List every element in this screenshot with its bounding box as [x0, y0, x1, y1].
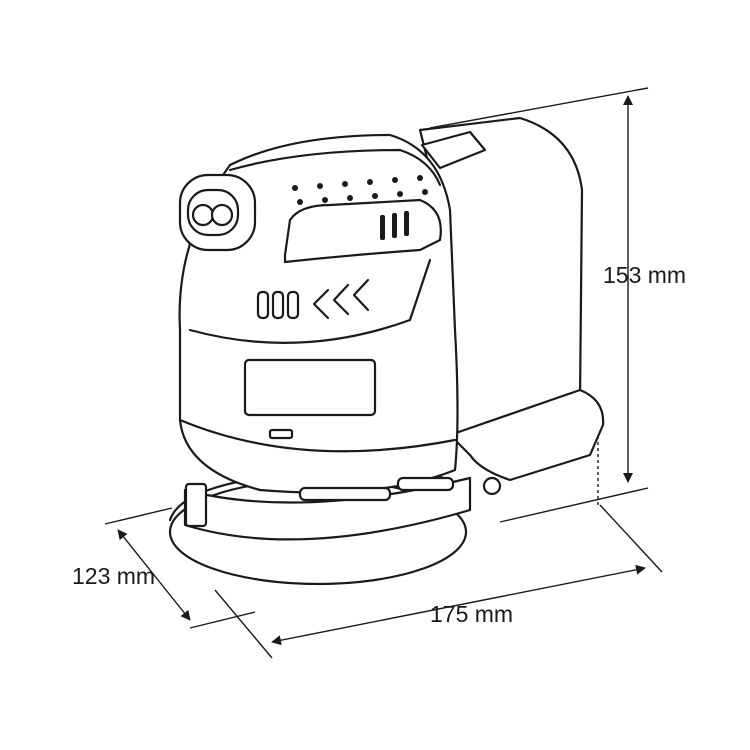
length-dimension [214, 430, 663, 659]
height-dimension [429, 87, 649, 523]
height-label: 153 mm [603, 262, 687, 288]
width-dimension [104, 507, 256, 629]
sander-body [178, 133, 459, 502]
width-label: 123 mm [72, 563, 156, 589]
length-label: 175 mm [430, 601, 514, 627]
